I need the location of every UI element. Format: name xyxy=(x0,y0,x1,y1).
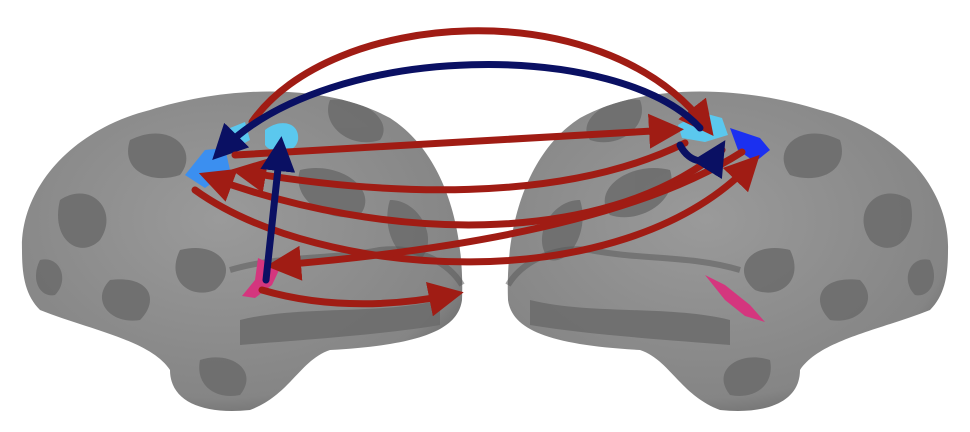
arrow-red-top-arc xyxy=(248,27,714,137)
arrow-navy-local-curl xyxy=(676,140,726,180)
arrow-red-to-left-temporal xyxy=(266,148,746,281)
arrow-navy-arc xyxy=(212,61,704,160)
arrow-red-lower-to-right xyxy=(191,154,760,266)
arrow-red-temporal-local xyxy=(258,281,464,317)
left-hemisphere xyxy=(21,91,465,411)
arrow-navy-vertical xyxy=(260,136,296,284)
arrow-red-return-1 xyxy=(231,139,689,194)
connection-arrows xyxy=(191,27,760,317)
region-blue-right xyxy=(730,128,770,162)
region-pink-right xyxy=(705,275,765,322)
arrow-red-straight xyxy=(231,113,684,159)
arrow-red-return-2 xyxy=(198,146,726,229)
